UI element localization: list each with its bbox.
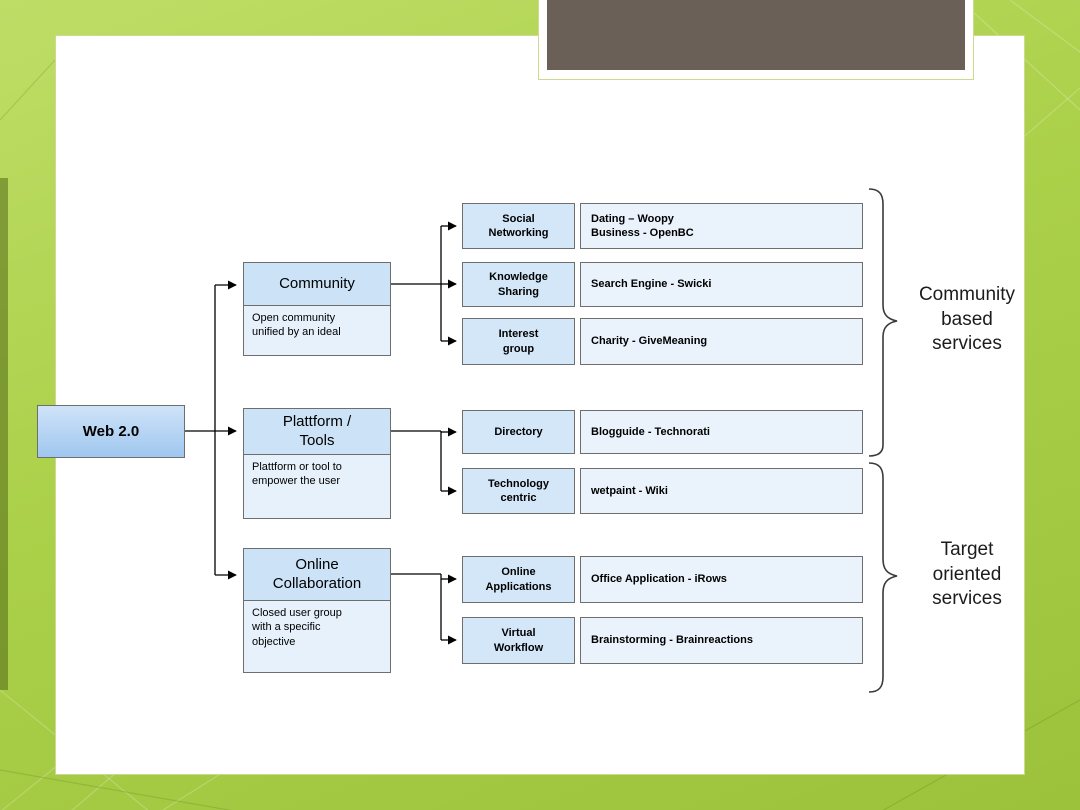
category-plattform-title: Plattform / Tools	[243, 408, 391, 455]
subcategory-interest-group: Interest group	[462, 318, 575, 365]
category-collaboration-title: Online Collaboration	[243, 548, 391, 601]
example-social-networking: Dating – Woopy Business - OpenBC	[580, 203, 863, 249]
example-knowledge-sharing: Search Engine - Swicki	[580, 262, 863, 307]
subcategory-online-applications: Online Applications	[462, 556, 575, 603]
category-community-title: Community	[243, 262, 391, 306]
subcategory-directory: Directory	[462, 410, 575, 454]
category-collaboration-description: Closed user group with a specific object…	[243, 600, 391, 673]
category-community-description: Open community unified by an ideal	[243, 305, 391, 356]
example-technology-centric: wetpaint - Wiki	[580, 468, 863, 514]
example-interest-group: Charity - GiveMeaning	[580, 318, 863, 365]
subcategory-social-networking: Social Networking	[462, 203, 575, 249]
category-plattform-description: Plattform or tool to empower the user	[243, 454, 391, 519]
subcategory-knowledge-sharing: Knowledge Sharing	[462, 262, 575, 307]
title-placeholder-block	[547, 0, 965, 70]
root-web20-box: Web 2.0	[37, 405, 185, 458]
example-virtual-workflow: Brainstorming - Brainreactions	[580, 617, 863, 664]
example-online-applications: Office Application - iRows	[580, 556, 863, 603]
group-label-target-oriented: Target oriented services	[932, 539, 1002, 610]
group-label-community-based: Community based services	[918, 284, 1016, 355]
left-accent-strip	[0, 178, 8, 690]
slide-content-area	[55, 35, 1025, 775]
subcategory-virtual-workflow: Virtual Workflow	[462, 617, 575, 664]
subcategory-technology-centric: Technology centric	[462, 468, 575, 514]
example-directory: Blogguide - Technorati	[580, 410, 863, 454]
